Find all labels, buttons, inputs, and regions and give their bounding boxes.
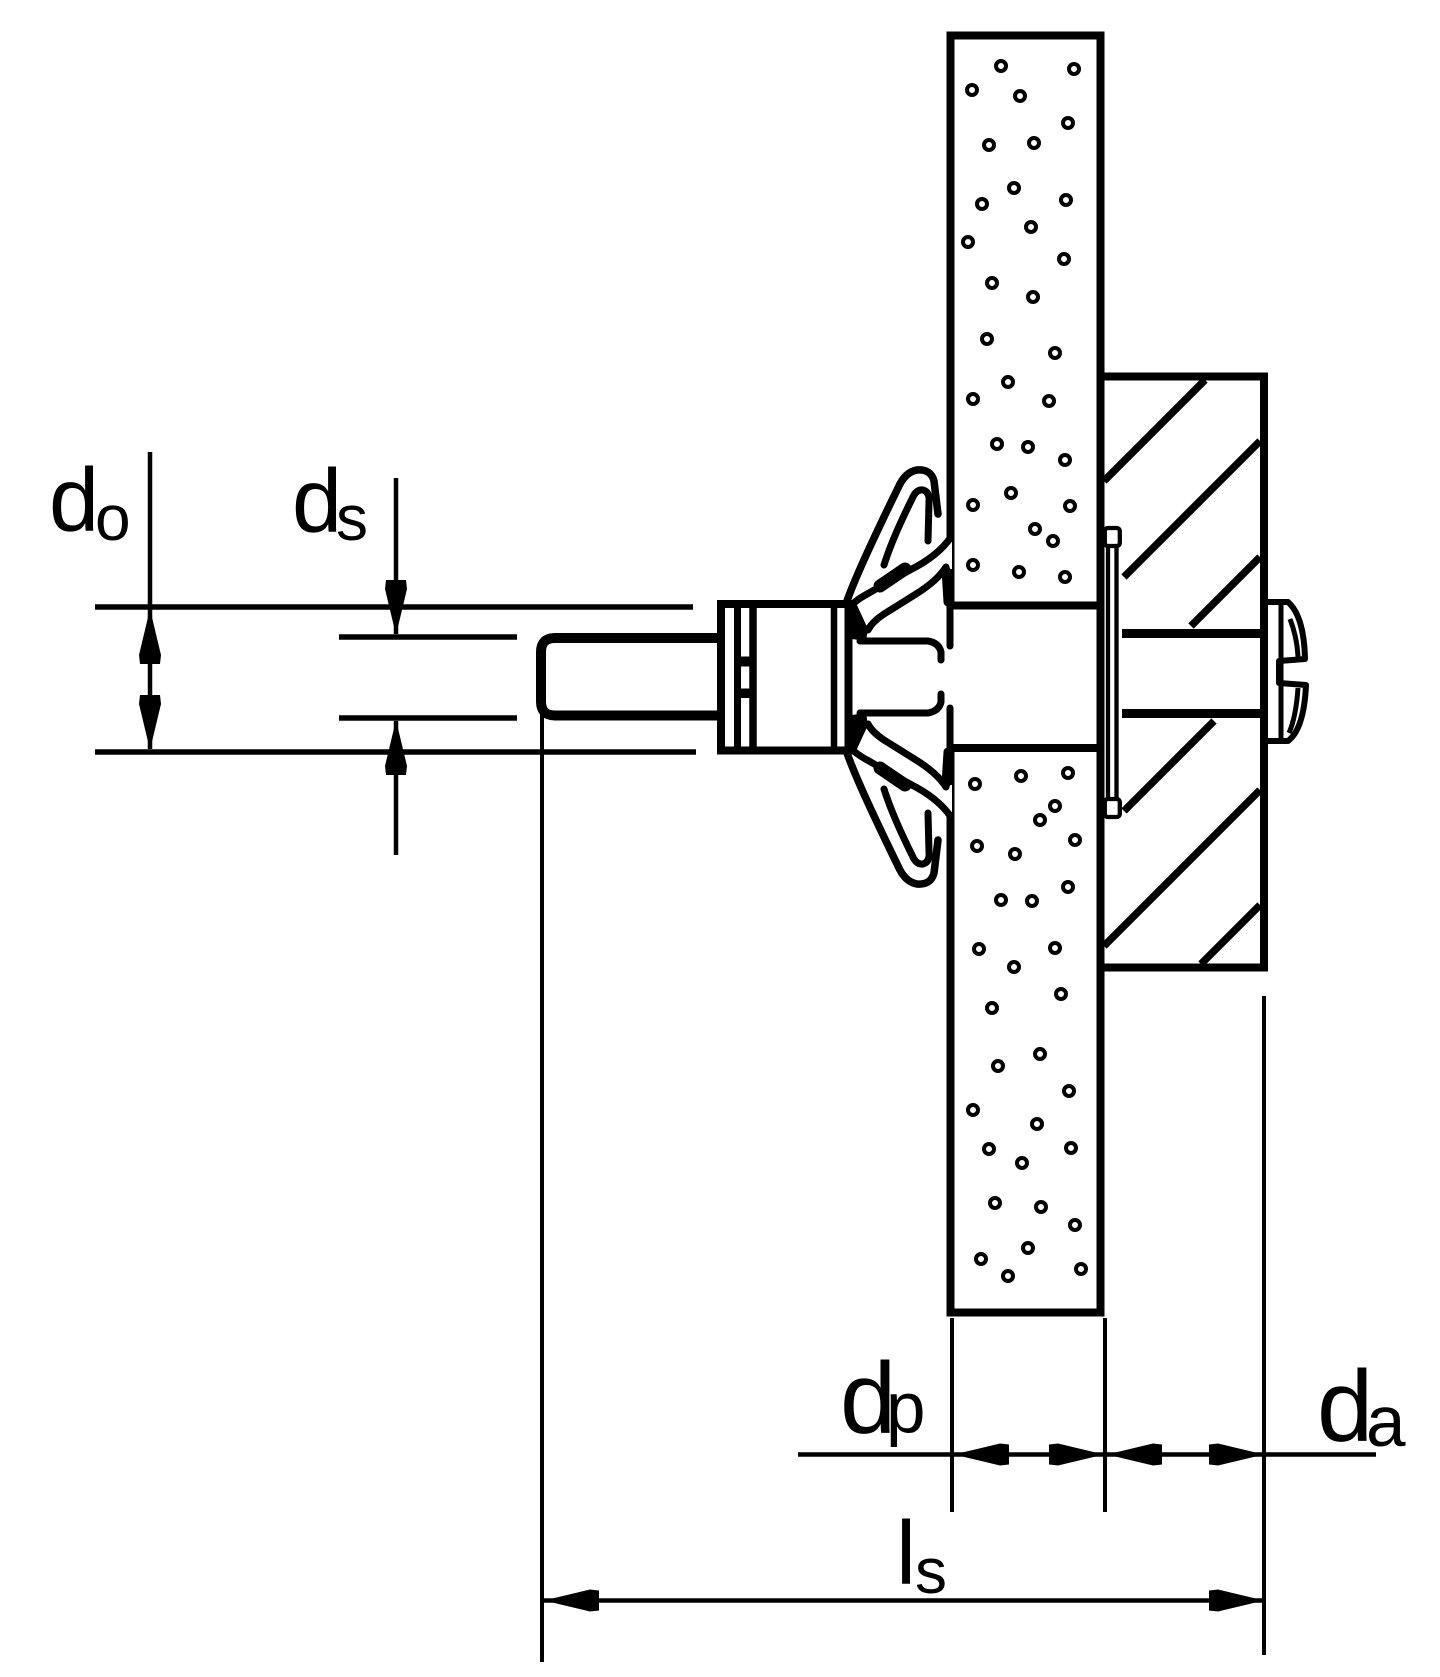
- svg-text:o: o: [95, 482, 131, 554]
- svg-text:d: d: [292, 452, 342, 552]
- svg-text:d: d: [49, 451, 99, 551]
- svg-text:d: d: [840, 1343, 896, 1455]
- svg-text:l: l: [896, 1504, 916, 1604]
- svg-text:s: s: [915, 1535, 947, 1607]
- svg-text:d: d: [1317, 1351, 1373, 1463]
- svg-text:a: a: [1366, 1383, 1406, 1462]
- svg-text:p: p: [886, 1369, 926, 1448]
- svg-text:s: s: [336, 482, 368, 554]
